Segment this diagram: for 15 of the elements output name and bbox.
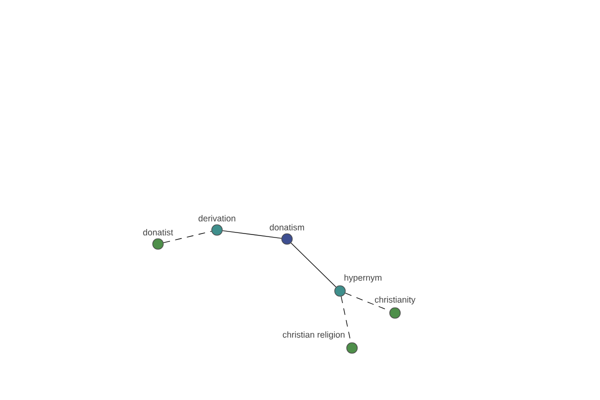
node-label: donatism [270,224,304,230]
graph-node: christianity [374,296,416,319]
node-label: christianity [374,296,416,304]
connector-line [163,230,212,244]
node-label: christian religion [282,331,344,340]
node-label: hypernym [344,274,382,282]
node-label: donatist [143,229,174,236]
graph-node: derivation [198,215,236,236]
graph-node: christian religion [282,331,358,354]
connector-line [222,230,282,239]
graph-node: hypernym [334,274,382,297]
graph-node: donatism [270,224,304,245]
node-label: derivation [198,215,236,222]
graph-node: donatist [143,229,174,250]
connector-line [290,242,336,288]
